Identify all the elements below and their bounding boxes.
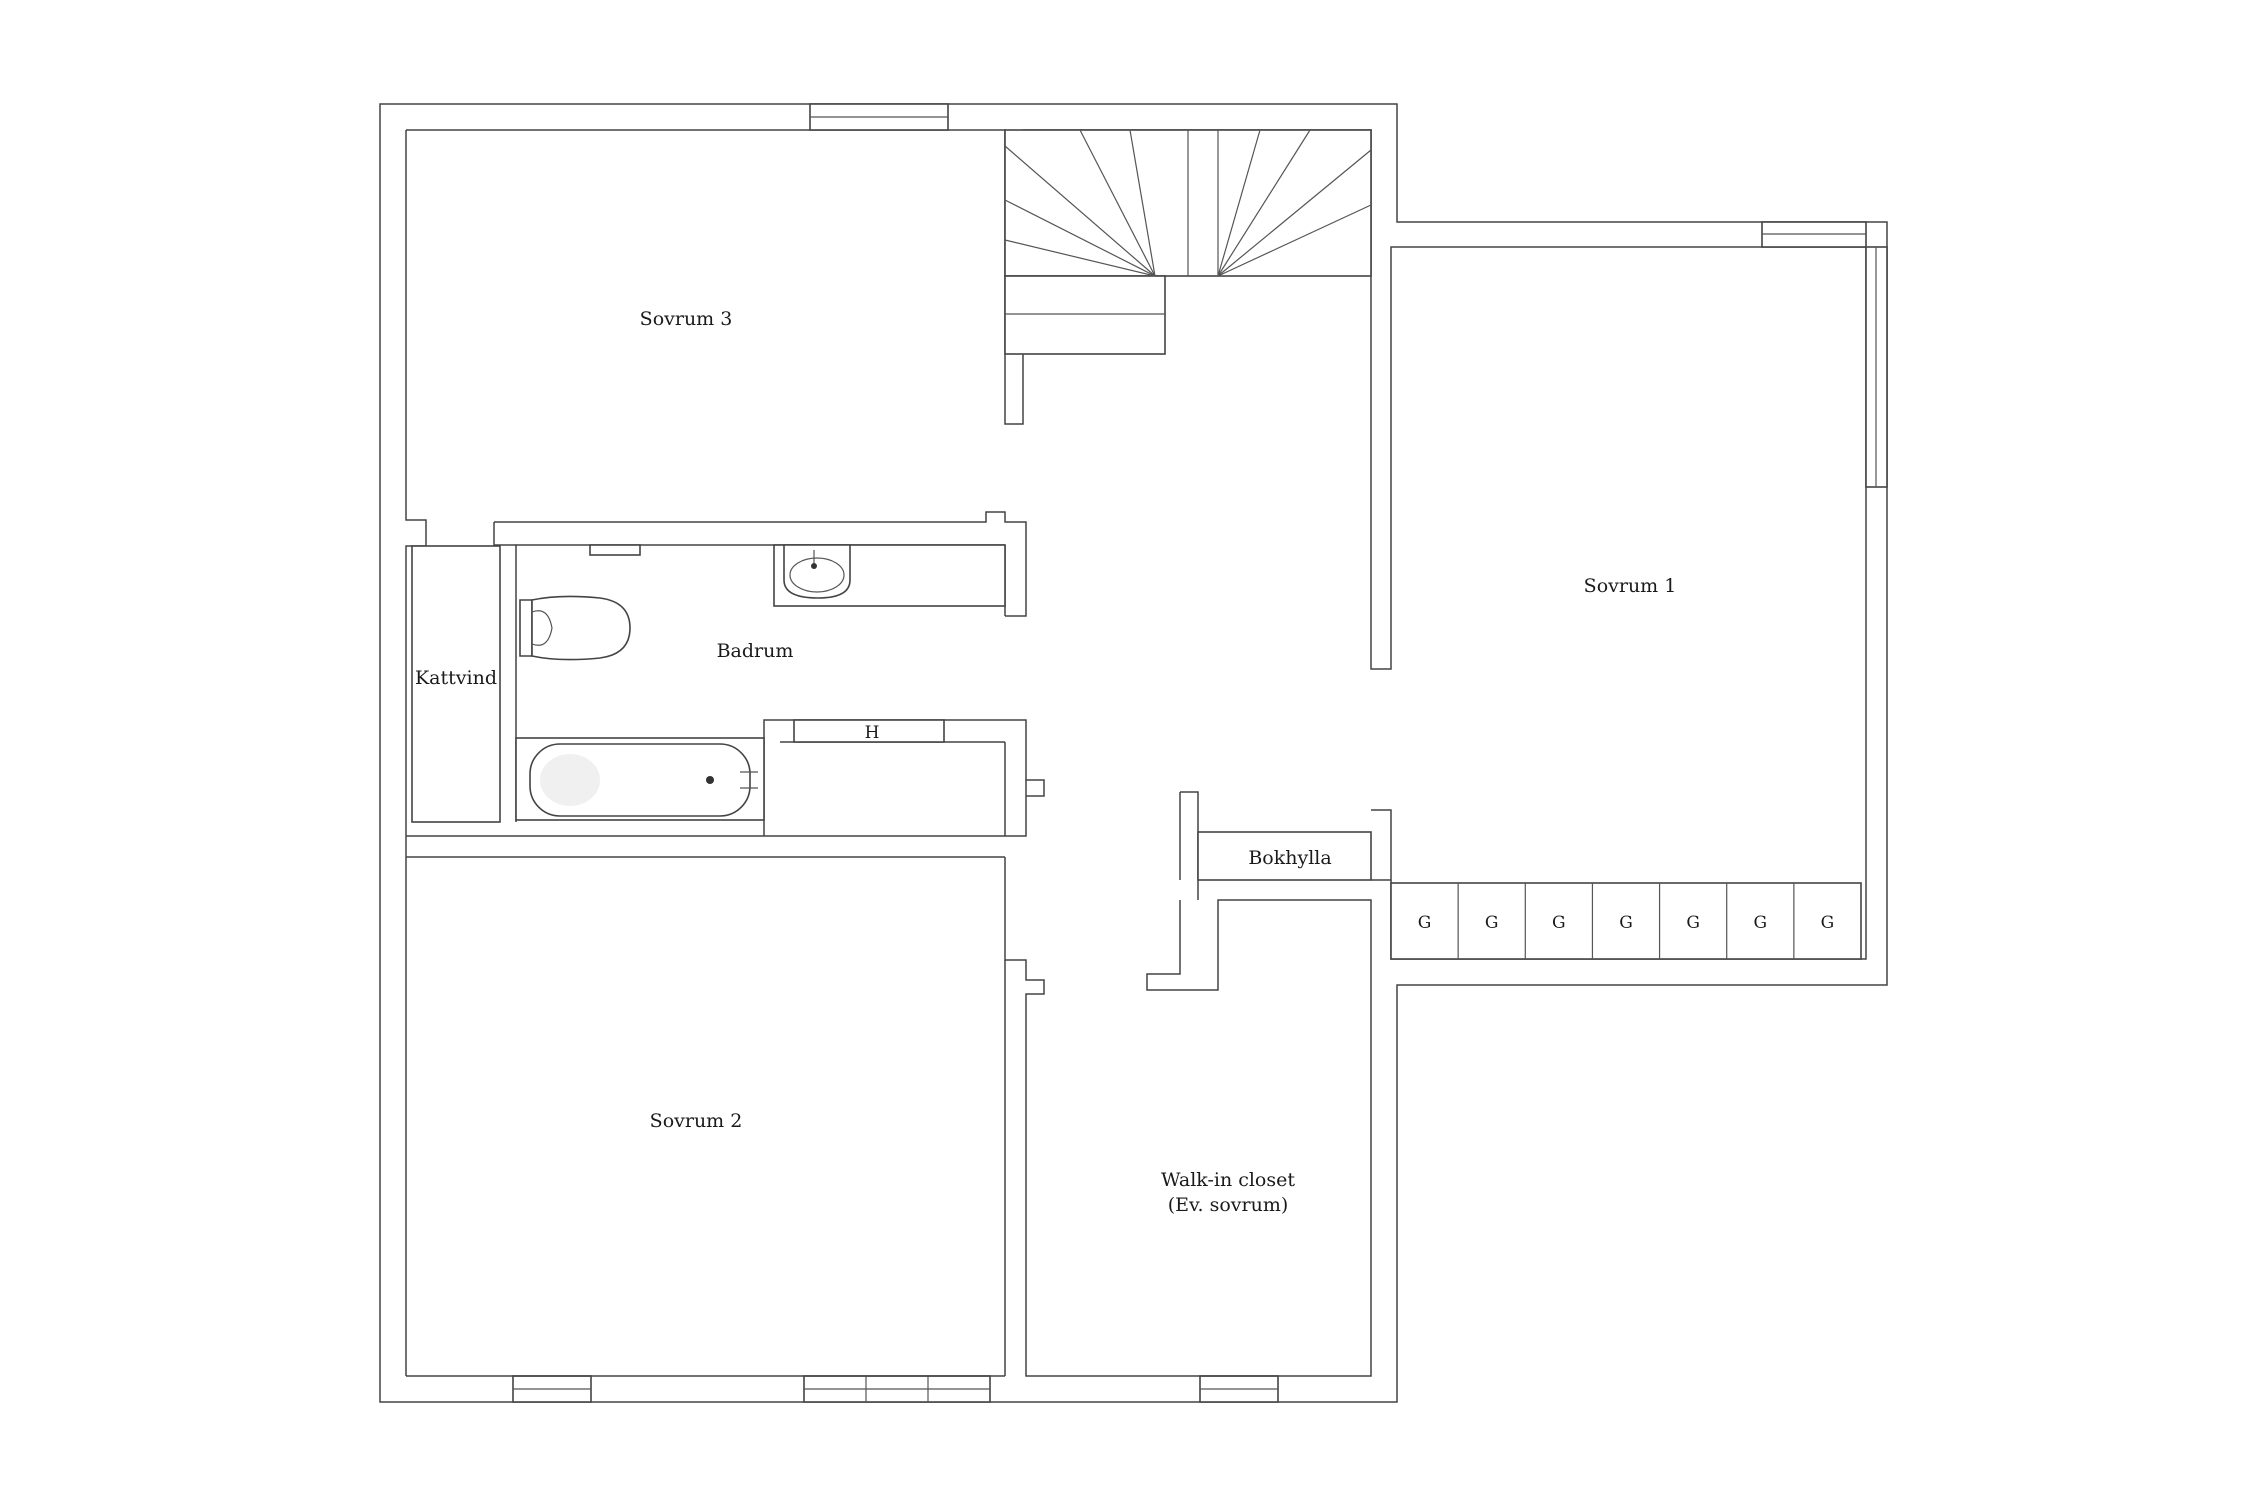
wardrobe-label: G xyxy=(1821,913,1835,933)
label-sovrum-1: Sovrum 1 xyxy=(1584,575,1677,597)
label-ev-sovrum: (Ev. sovrum) xyxy=(1168,1194,1289,1216)
outer-walls xyxy=(379,103,1888,1403)
label-sovrum-3: Sovrum 3 xyxy=(640,308,733,330)
wardrobe-label: G xyxy=(1753,913,1767,933)
label-hatt: H xyxy=(865,723,880,743)
wardrobe-label: G xyxy=(1686,913,1700,933)
windows xyxy=(512,103,1888,1403)
room-labels: Sovrum 3 Sovrum 1 Badrum Kattvind Sovrum… xyxy=(415,308,1676,1216)
bathroom-fixtures xyxy=(515,544,1006,821)
staircase xyxy=(1004,129,1372,355)
label-kattvind: Kattvind xyxy=(415,667,497,689)
label-badrum: Badrum xyxy=(717,640,794,662)
wardrobe-label: G xyxy=(1619,913,1633,933)
wardrobe-label: G xyxy=(1552,913,1566,933)
wardrobe-label: G xyxy=(1418,913,1432,933)
label-sovrum-2: Sovrum 2 xyxy=(650,1110,743,1132)
wardrobe-label: G xyxy=(1485,913,1499,933)
label-walkin-closet: Walk-in closet xyxy=(1161,1169,1295,1191)
label-bokhylla: Bokhylla xyxy=(1248,847,1331,869)
